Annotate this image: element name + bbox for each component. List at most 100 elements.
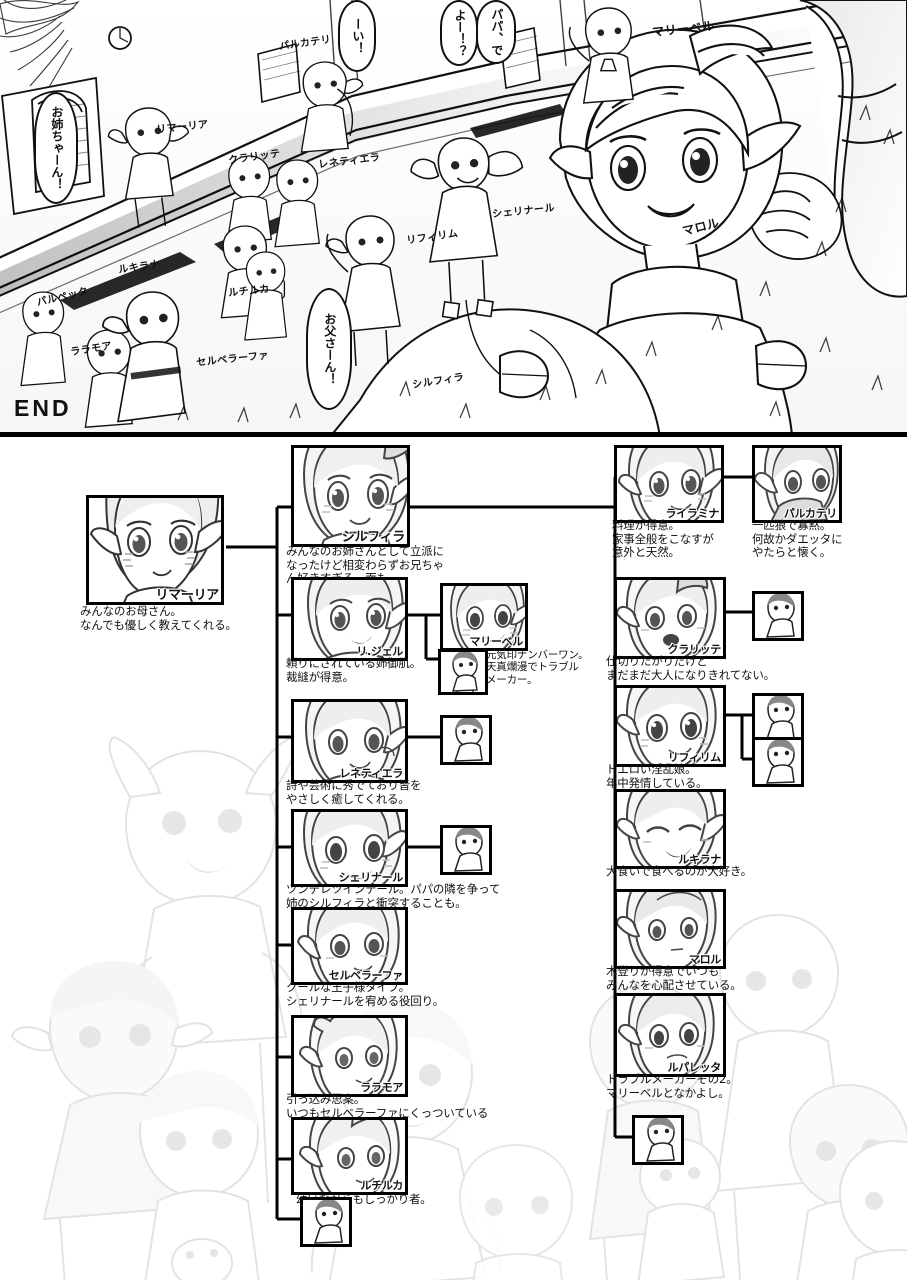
speech-bubble-4-text: パパ、で [489, 8, 504, 56]
node-parukateri[interactable]: パルカテリ 一匹狼で寡黙。 何故かダエッタに やたらと懐く。 [752, 445, 843, 559]
panel-divider [0, 432, 907, 437]
node-kuraritte[interactable]: クラリッテ 仕切りたがりだけど まだまだ大人になりきれてない。 [606, 577, 775, 681]
portrait-rurucheruka: ルチルカ [291, 1117, 408, 1195]
desc-seruberaafa: クールな王子様タイプ。 シェリナールを宥める役回り。 [286, 980, 444, 1008]
speech-bubble-4: パパ、で [476, 0, 516, 64]
speech-bubble-3: よー！？ [440, 0, 478, 66]
node-baby-kuraritte[interactable] [752, 591, 804, 641]
node-rijeru[interactable]: リ.ジェル 頼りにされている姉御肌。 裁縫が得意。 [286, 577, 421, 683]
node-ruparetta[interactable]: ルパレッタ トラブルメーカーその2。 マリーベルとなかよし。 [606, 993, 738, 1099]
node-baby-left-bottom[interactable] [300, 1197, 352, 1247]
portrait-name-maribel: マリーベル [469, 635, 524, 648]
portrait-name-parukateri: パルカテリ [783, 507, 837, 520]
portrait-name-rurucheruka: ルチルカ [360, 1179, 404, 1192]
portrait-art-sherinaru [294, 812, 405, 884]
speech-bubble-5-text: お父さーん！ [322, 313, 337, 385]
portrait-art-raramoa [294, 1018, 405, 1094]
node-baby-right-bottom[interactable] [632, 1115, 684, 1165]
desc-rairamina: 料理が得意。 家事全般をこなすが 意外と天然。 [612, 518, 714, 560]
node-baby-sherinaru[interactable] [440, 825, 492, 875]
portrait-rairamina: ライラミナ [614, 445, 724, 523]
portrait-kuraritte: クラリッテ [614, 577, 726, 659]
desc-kuraritte: 仕切りたがりだけど まだまだ大人になりきれてない。 [606, 654, 775, 682]
portrait-maribel: マリーベル [440, 583, 528, 651]
baby-thumb-kuraritte [752, 591, 804, 641]
baby-thumb-sherinaru [440, 825, 492, 875]
portrait-maroru: マロル [614, 889, 726, 969]
node-rairamina[interactable]: ライラミナ 料理が得意。 家事全般をこなすが 意外と天然。 [612, 445, 724, 559]
node-rifirimu[interactable]: リフィリム ドエロい淫乱娘。 年中発情している。 [606, 685, 726, 789]
portrait-art-rukirana [617, 792, 723, 866]
baby-sprite [443, 717, 489, 762]
desc-maroru: 木登りが得意でいつも みんなを心配させている。 [606, 964, 742, 992]
baby-sprite [755, 593, 801, 638]
portrait-name-rairamina: ライラミナ [665, 507, 720, 520]
portrait-art-rifirimu [617, 688, 723, 764]
node-sirufira[interactable]: シルフィラ みんなのお姉さんとして立派に なったけど相変わらずお兄ちゃ ん好きす… [286, 445, 444, 585]
speech-bubble-3-text: よー！？ [452, 9, 467, 57]
baby-sprite [755, 739, 801, 784]
portrait-name-rimaria: リマーリア [155, 588, 219, 603]
desc-rifirimu: ドエロい淫乱娘。 年中発情している。 [606, 762, 708, 790]
desc-parukateri: 一匹狼で寡黙。 何故かダエッタに やたらと懐く。 [752, 518, 843, 560]
end-label: END [14, 395, 72, 421]
portrait-parukateri: パルカテリ [752, 445, 842, 523]
node-raramoa[interactable]: ララモア 引っ込み思案。 いつもセルベラーファにくっついている [286, 1015, 488, 1119]
baby-sprite [755, 695, 801, 740]
portrait-name-renetiera: レネティエラ [339, 767, 403, 780]
portrait-rukirana: ルキラナ [614, 789, 726, 869]
baby-thumb-rifirimu-2 [752, 737, 804, 787]
portrait-art-rimaria [89, 498, 221, 602]
portrait-art-maroru [617, 892, 723, 966]
node-seruberaafa[interactable]: セルベラーファ クールな王子様タイプ。 シェリナールを宥める役回り。 [286, 907, 444, 1007]
desc-rukirana: 大食いで食べるのが大好き。 [606, 864, 752, 878]
portrait-rifirimu: リフィリム [614, 685, 726, 767]
portrait-sirufira: シルフィラ [291, 445, 410, 547]
portrait-name-maroru: マロル [688, 953, 721, 966]
portrait-rimaria: リマーリア [86, 495, 224, 605]
portrait-raramoa: ララモア [291, 1015, 408, 1097]
speech-bubble-1: お姉ちゃーん！ [34, 92, 78, 204]
portrait-art-renetiera [294, 702, 405, 780]
portrait-ruparetta: ルパレッタ [614, 993, 726, 1077]
baby-thumb-rifirimu-1 [752, 693, 804, 743]
baby-thumb-renetiera [440, 715, 492, 765]
portrait-art-kuraritte [617, 580, 723, 656]
portrait-sherinaru: シェリナール [291, 809, 408, 887]
portrait-name-rukirana: ルキラナ [678, 853, 721, 866]
speech-bubble-2-text: ーい！ [350, 18, 365, 54]
portrait-name-rifirimu: リフィリム [667, 751, 722, 764]
portrait-art-maribel [443, 586, 525, 648]
speech-bubble-1-text: お姉ちゃーん！ [49, 106, 64, 190]
node-baby-renetiera[interactable] [440, 715, 492, 765]
node-rukirana[interactable]: ルキラナ 大食いで食べるのが大好き。 [606, 789, 752, 878]
desc-raramoa: 引っ込み思案。 いつもセルベラーファにくっついている [286, 1092, 489, 1120]
portrait-name-raramoa: ララモア [360, 1081, 403, 1094]
node-sherinaru[interactable]: シェリナール ツンデレツインテール。パパの隣を争って 姉のシルフィラと衝突するこ… [286, 809, 500, 909]
baby-thumb-right-bottom [632, 1115, 684, 1165]
portrait-name-ruparetta: ルパレッタ [667, 1061, 722, 1074]
baby-sprite [443, 827, 489, 872]
node-renetiera[interactable]: レネティエラ 詩や芸術に秀でており皆を やさしく癒してくれる。 [286, 699, 421, 805]
portrait-art-seruberaafa [294, 910, 405, 982]
portrait-art-rairamina [617, 448, 721, 520]
portrait-renetiera: レネティエラ [291, 699, 408, 783]
node-rurucheruka[interactable]: ルチルカ 幼いながらもしっかり者。 [291, 1117, 432, 1206]
portrait-art-rijeru [294, 580, 405, 658]
portrait-name-kuraritte: クラリッテ [667, 643, 722, 656]
portrait-name-sherinaru: シェリナール [338, 871, 404, 884]
node-baby-rifirimu-1[interactable] [752, 693, 804, 743]
node-maroru[interactable]: マロル 木登りが得意でいつも みんなを心配させている。 [606, 889, 742, 991]
baby-sprite [441, 651, 485, 694]
node-rimaria[interactable]: リマーリア みんなのお母さん。 なんでも優しく教えてくれる。 [80, 495, 237, 631]
portrait-rijeru: リ.ジェル [291, 577, 408, 661]
portrait-seruberaafa: セルベラーファ [291, 907, 408, 985]
node-maribel[interactable]: マリーベル 元気印ナンバーワン。 天真爛漫でトラブル メーカー。 [438, 583, 589, 695]
desc-renetiera: 詩や芸術に秀でており皆を やさしく癒してくれる。 [286, 778, 422, 806]
baby-sprite [303, 1199, 349, 1244]
family-tree: リマーリア みんなのお母さん。 なんでも優しく教えてくれる。 [0, 437, 907, 1280]
speech-bubble-2: ーい！ [338, 0, 376, 72]
node-baby-rifirimu-2[interactable] [752, 737, 804, 787]
portrait-art-rurucheruka [294, 1120, 405, 1192]
